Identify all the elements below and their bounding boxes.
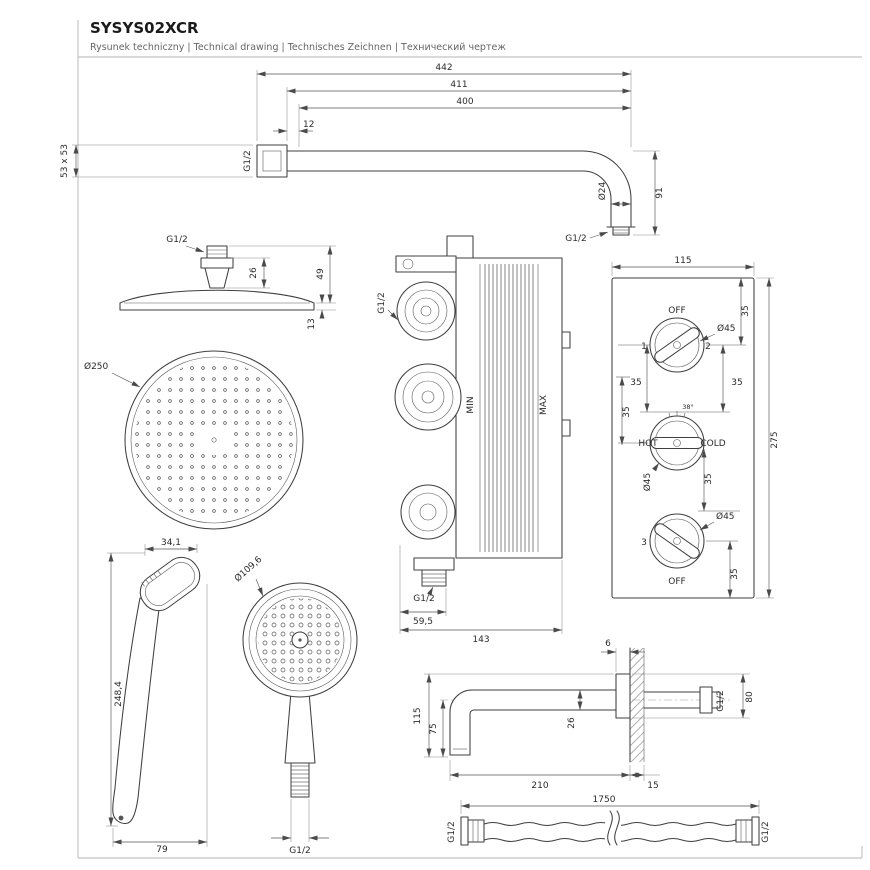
- mixer-dim-59-5: 59,5: [413, 617, 433, 627]
- head-top-dim-d250: Ø250: [84, 361, 109, 372]
- mixer-side-thread: G1/2: [377, 292, 387, 313]
- spout-dim-26: 26: [567, 717, 577, 729]
- knob-2: [649, 411, 705, 471]
- panel-dim-35-e: 35: [704, 473, 714, 484]
- spout-dim-6: 6: [605, 639, 611, 649]
- shower-head-side-view: G1/2 26 49 13: [119, 235, 336, 330]
- spout-dim-80: 80: [745, 691, 755, 703]
- hand-shower-face-view: Ø109,6 G1/2: [232, 554, 358, 856]
- head-side-dim-49: 49: [316, 268, 326, 280]
- arm-dim-91: 91: [655, 187, 665, 198]
- head-side-dim-13: 13: [307, 318, 317, 329]
- shower-head-top-view: Ø250: [84, 350, 304, 530]
- mixer-valve-view: G1/2 MIN MAX G1/2 59,5 143: [377, 235, 571, 645]
- hose-thread-right: G1/2: [761, 821, 771, 842]
- spout-dim-15: 15: [647, 781, 658, 791]
- page-title: SYSYS02XCR: [90, 19, 199, 37]
- arm-flange-thread: G1/2: [243, 150, 253, 171]
- hand-shower-side-view: 34,1 248,4 79: [106, 538, 208, 855]
- page-subtitle: Rysunek techniczny | Technical drawing |…: [90, 42, 506, 53]
- arm-dim-442: 442: [435, 63, 452, 73]
- panel-off-bottom: OFF: [668, 577, 685, 587]
- shower-arm-view: 442 411 400 12 53 x 53 G1/2 Ø24 91 G1/2: [60, 63, 665, 244]
- arm-dim-400: 400: [456, 97, 473, 107]
- panel-dim-35-d: 35: [622, 406, 632, 417]
- panel-dia-top: Ø45: [717, 323, 736, 334]
- hand-side-dim-34-1: 34,1: [161, 538, 181, 548]
- panel-dim-35-a: 35: [741, 305, 751, 316]
- panel-pos-3: 3: [641, 538, 647, 548]
- panel-dia-bottom: Ø45: [716, 511, 735, 522]
- panel-pos-1: 1: [641, 342, 647, 352]
- hand-side-dim-248-4: 248,4: [114, 681, 124, 707]
- panel-off-top: OFF: [668, 306, 685, 316]
- spout-thread: G1/2: [716, 690, 726, 711]
- shower-hose-view: 1750 G1/2 G1/2: [447, 795, 771, 846]
- arm-end-thread: G1/2: [565, 234, 586, 244]
- panel-pos-2: 2: [705, 342, 711, 352]
- head-side-thread: G1/2: [166, 235, 187, 245]
- panel-dim-275: 275: [770, 431, 780, 448]
- arm-dim-d24: Ø24: [597, 181, 608, 200]
- spout-dim-115: 115: [413, 707, 423, 724]
- panel-dia-mid: Ø45: [642, 473, 653, 492]
- panel-cold-label: COLD: [700, 439, 725, 449]
- arm-dim-12: 12: [303, 120, 314, 130]
- panel-dim-35-b: 35: [630, 378, 641, 388]
- head-side-dim-26: 26: [249, 267, 259, 279]
- panel-hot-label: HOT: [638, 439, 658, 449]
- mixer-bottom-thread: G1/2: [413, 594, 434, 604]
- wall-spout-view: 6 115 75 26 80 G1/2 210 15: [413, 639, 755, 791]
- mixer-dim-143: 143: [472, 635, 489, 645]
- hand-face-dim-d109-6: Ø109,6: [232, 554, 264, 584]
- hand-side-dim-79: 79: [156, 845, 168, 855]
- control-panel-view: 115 275 OFF 1 2 Ø45 35 35 35 35 HOT COLD…: [611, 256, 780, 599]
- panel-dim-115: 115: [674, 256, 691, 266]
- panel-dim-35-c: 35: [731, 378, 742, 388]
- spout-dim-210: 210: [531, 781, 548, 791]
- hose-thread-left: G1/2: [447, 821, 457, 842]
- mixer-min-label: MIN: [466, 396, 476, 413]
- hose-dim-1750: 1750: [593, 795, 616, 805]
- arm-flange-size: 53 x 53: [60, 144, 70, 178]
- mixer-max-label: MAX: [539, 395, 549, 415]
- panel-dim-35-f: 35: [730, 568, 740, 579]
- knob-3: [649, 513, 705, 569]
- panel-temp-38: 38°: [682, 403, 694, 411]
- hand-face-thread: G1/2: [289, 846, 310, 856]
- arm-dim-411: 411: [450, 80, 467, 90]
- spout-dim-75: 75: [429, 723, 439, 734]
